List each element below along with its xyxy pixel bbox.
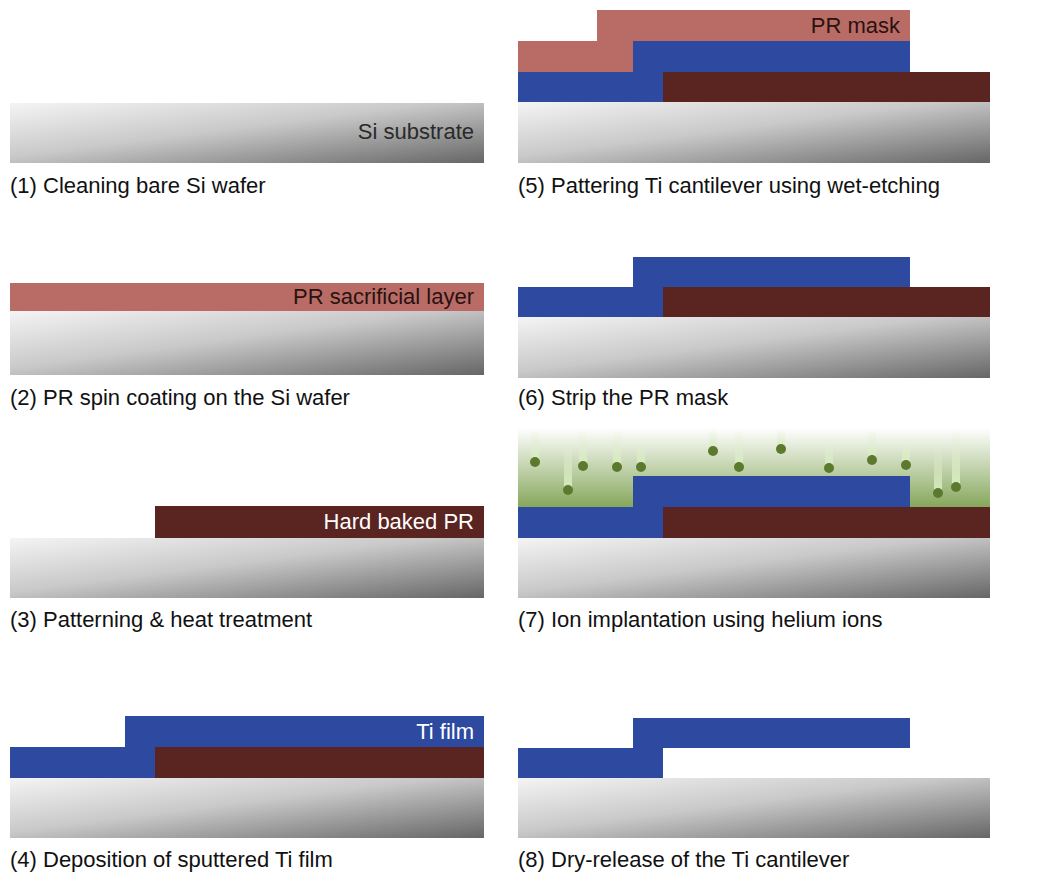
ion-trail bbox=[952, 428, 960, 487]
step-caption: (2) PR spin coating on the Si wafer bbox=[10, 386, 350, 410]
ion-trail bbox=[531, 428, 539, 462]
ion-trail bbox=[613, 428, 621, 467]
helium-ion bbox=[578, 461, 588, 471]
helium-ion bbox=[867, 455, 877, 465]
si-substrate bbox=[10, 538, 484, 598]
helium-ion bbox=[901, 460, 911, 470]
helium-ion bbox=[612, 462, 622, 472]
helium-ion bbox=[563, 485, 573, 495]
helium-ion bbox=[636, 462, 646, 472]
helium-ion bbox=[824, 463, 834, 473]
si-substrate bbox=[518, 102, 990, 163]
hard-baked-pr bbox=[663, 507, 990, 538]
hard-baked-pr bbox=[663, 72, 990, 102]
layer-box: PR sacrificial layer bbox=[10, 283, 484, 311]
hard-baked-pr bbox=[155, 747, 484, 778]
layer-label: Hard baked PR bbox=[324, 511, 484, 533]
step-caption: (3) Patterning & heat treatment bbox=[10, 608, 312, 632]
hard-baked-pr bbox=[155, 506, 484, 538]
si-substrate bbox=[518, 317, 990, 378]
hard-baked-pr bbox=[663, 287, 990, 317]
ion-trail bbox=[934, 448, 942, 493]
step-caption: (8) Dry-release of the Ti cantilever bbox=[518, 848, 849, 872]
ti-cantilever bbox=[518, 718, 910, 778]
si-substrate bbox=[10, 103, 484, 163]
ion-trail bbox=[564, 440, 572, 490]
si-substrate bbox=[518, 538, 990, 598]
substrate-label-box: Si substrate bbox=[10, 103, 484, 143]
step-caption: (1) Cleaning bare Si wafer bbox=[10, 174, 266, 198]
helium-ion bbox=[933, 488, 943, 498]
helium-ion bbox=[708, 446, 718, 456]
step-caption: (4) Deposition of sputtered Ti film bbox=[10, 848, 333, 872]
layer-label: PR sacrificial layer bbox=[293, 286, 484, 308]
ion-trail bbox=[579, 428, 587, 466]
si-substrate bbox=[518, 778, 990, 838]
layer-box: Hard baked PR bbox=[155, 506, 484, 538]
helium-ion bbox=[951, 482, 961, 492]
layer-box: PR mask bbox=[597, 10, 910, 41]
pr-layer bbox=[10, 283, 484, 311]
step-caption: (5) Pattering Ti cantilever using wet-et… bbox=[518, 174, 940, 198]
layer-label: Ti film bbox=[416, 721, 484, 743]
layer-label: Si substrate bbox=[358, 121, 484, 143]
si-substrate bbox=[10, 311, 484, 375]
ion-trail bbox=[735, 428, 743, 467]
layer-label: PR mask bbox=[811, 15, 910, 37]
helium-ion bbox=[776, 444, 786, 454]
step-caption: (6) Strip the PR mask bbox=[518, 386, 728, 410]
helium-ion bbox=[530, 457, 540, 467]
layer-box: Ti film bbox=[125, 716, 484, 747]
step-caption: (7) Ion implantation using helium ions bbox=[518, 608, 882, 632]
si-substrate bbox=[10, 778, 484, 838]
ti-film bbox=[10, 716, 484, 778]
helium-ion bbox=[734, 462, 744, 472]
